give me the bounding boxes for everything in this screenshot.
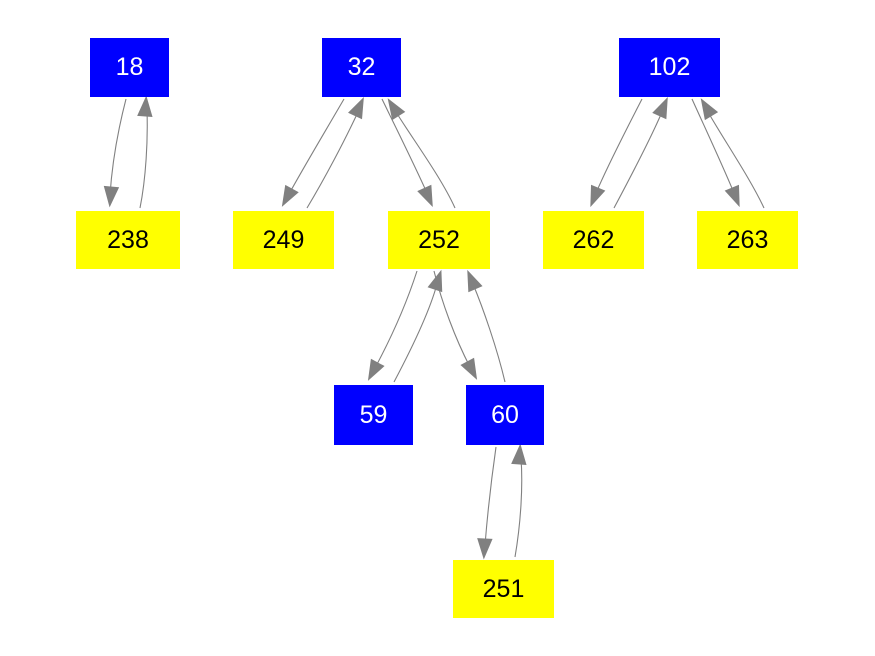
edge-line: [595, 98, 643, 194]
edge-arrowhead-icon: [460, 357, 478, 380]
graph-node-label: 251: [482, 574, 525, 603]
graph-node-label: 60: [491, 400, 519, 429]
graph-node-label: 249: [262, 225, 305, 254]
graph-node-59[interactable]: 59: [334, 385, 413, 445]
edge-arrowhead-icon: [367, 358, 385, 381]
edge-line: [691, 98, 735, 194]
graph-node-label: 32: [347, 53, 376, 81]
graph-node-251[interactable]: 251: [453, 560, 554, 618]
graph-edge-252-to-59[interactable]: [367, 270, 418, 381]
edge-line: [109, 98, 127, 196]
graph-edge-238-to-18[interactable]: [137, 95, 153, 209]
edge-line: [707, 111, 765, 209]
graph-edge-32-to-252[interactable]: [381, 98, 433, 208]
graph-node-label: 59: [359, 400, 388, 429]
edge-line: [381, 98, 428, 194]
edge-line: [374, 270, 418, 369]
edge-line: [613, 111, 663, 209]
edge-line: [472, 283, 506, 383]
edge-arrowhead-icon: [652, 96, 668, 120]
graph-edge-249-to-32[interactable]: [306, 96, 364, 209]
graph-node-102[interactable]: 102: [619, 38, 720, 97]
graph-edge-251-to-60[interactable]: [511, 443, 527, 558]
graph-node-238[interactable]: 238: [76, 211, 180, 269]
graph-node-label: 252: [418, 225, 460, 254]
graph-node-249[interactable]: 249: [233, 211, 334, 269]
edge-arrowhead-icon: [103, 185, 120, 208]
edge-arrowhead-icon: [511, 443, 527, 465]
edge-arrowhead-icon: [417, 184, 433, 208]
edge-arrowhead-icon: [590, 184, 606, 208]
edge-arrowhead-icon: [281, 184, 299, 207]
edge-line: [288, 98, 345, 195]
edge-line: [514, 457, 523, 558]
edge-arrowhead-icon: [348, 96, 364, 120]
graph-edge-18-to-238[interactable]: [103, 98, 127, 208]
graph-edge-102-to-263[interactable]: [691, 98, 740, 208]
graph-node-18[interactable]: 18: [90, 38, 169, 97]
graph-node-label: 102: [648, 53, 691, 81]
graph-edge-60-to-252[interactable]: [467, 269, 506, 383]
graph-edge-252-to-32[interactable]: [387, 98, 456, 209]
graph-edge-262-to-102[interactable]: [613, 96, 668, 209]
graph-edge-263-to-102[interactable]: [700, 98, 765, 209]
graph-node-label: 238: [107, 225, 149, 254]
edge-arrowhead-icon: [467, 269, 483, 293]
graph-edge-60-to-251[interactable]: [477, 446, 497, 560]
edge-line: [393, 283, 438, 383]
edges-group: [103, 95, 765, 560]
graph-node-32[interactable]: 32: [322, 38, 401, 97]
graph-edge-59-to-252[interactable]: [393, 269, 443, 383]
graph-node-label: 262: [572, 225, 615, 254]
graph-node-263[interactable]: 263: [697, 211, 798, 269]
edge-line: [484, 446, 497, 546]
edge-arrowhead-icon: [477, 538, 493, 560]
edge-arrowhead-icon: [137, 95, 153, 117]
graph-node-262[interactable]: 262: [543, 211, 644, 269]
graph-edge-32-to-249[interactable]: [281, 98, 345, 207]
graph-edge-102-to-262[interactable]: [590, 98, 643, 208]
graph-node-60[interactable]: 60: [466, 385, 544, 445]
graph-node-252[interactable]: 252: [388, 211, 490, 269]
edge-line: [306, 111, 359, 209]
graph-node-label: 18: [115, 53, 144, 81]
edge-arrowhead-icon: [700, 98, 719, 121]
edge-line: [139, 109, 148, 209]
edge-line: [433, 270, 471, 368]
edge-line: [395, 111, 456, 209]
graph-node-label: 263: [726, 225, 769, 254]
graph-edge-252-to-60[interactable]: [433, 270, 478, 380]
edge-arrowhead-icon: [724, 184, 740, 208]
edge-arrowhead-icon: [387, 98, 406, 121]
